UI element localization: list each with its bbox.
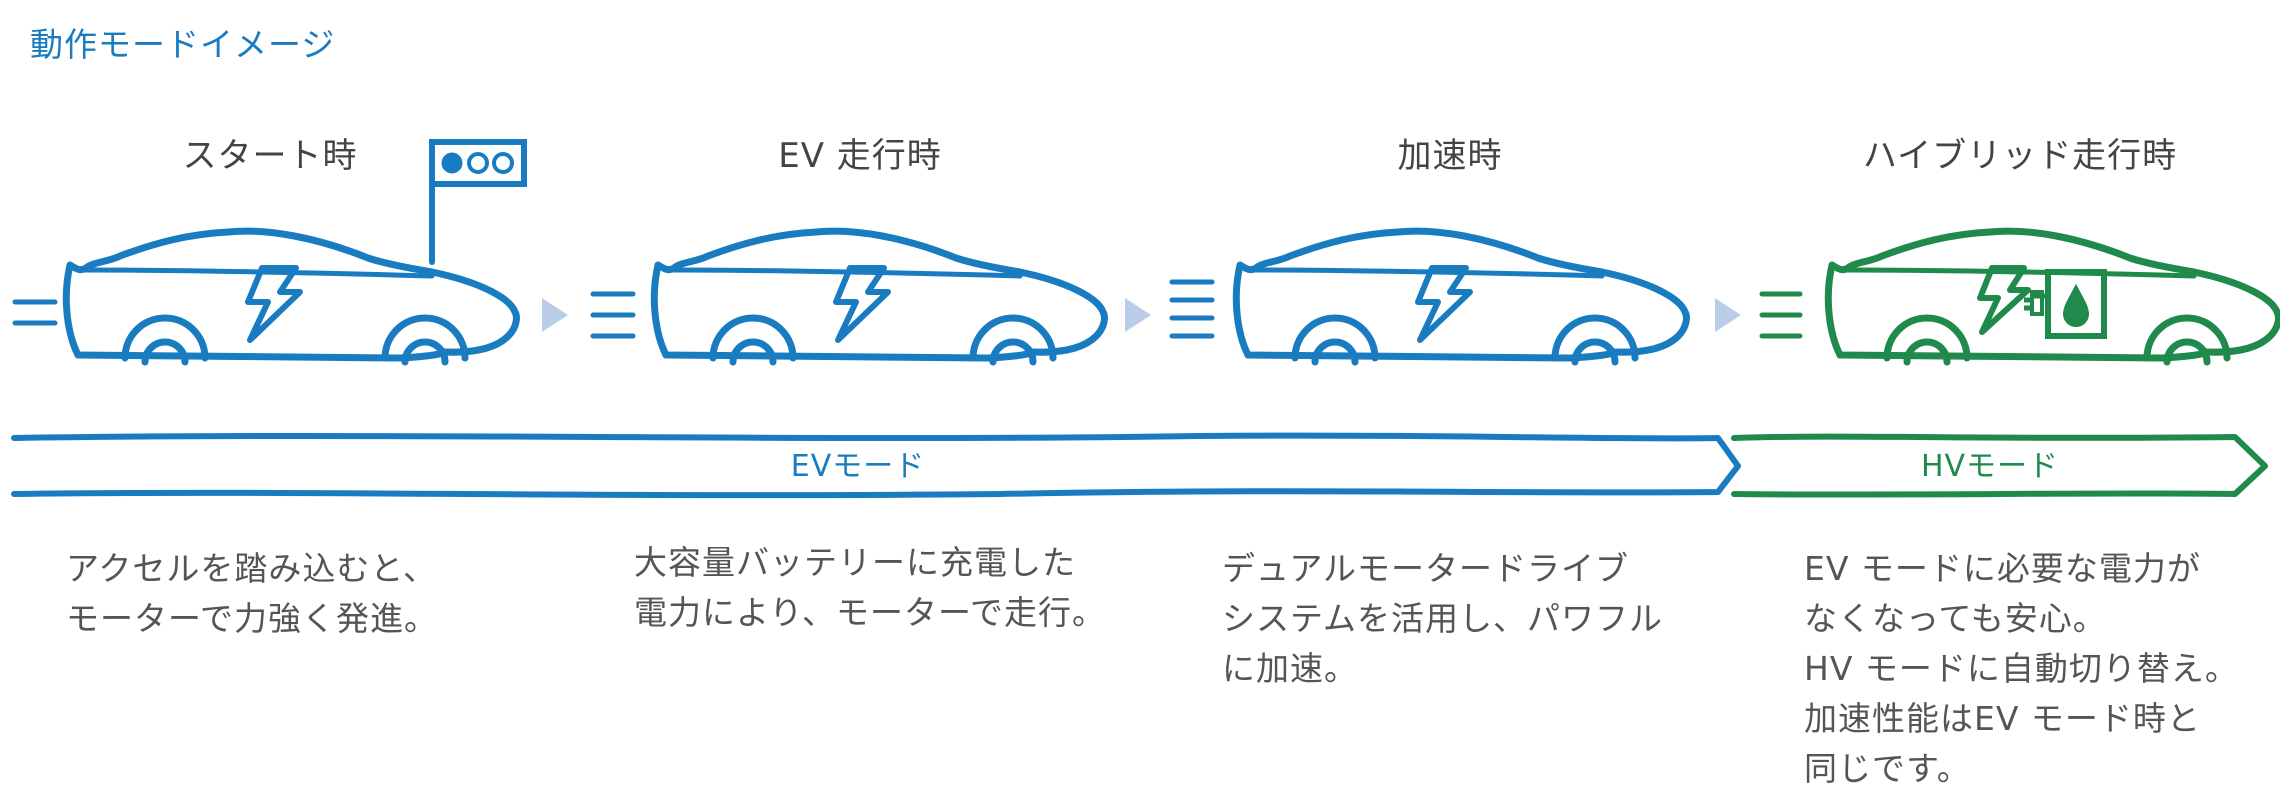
description-line: アクセルを踏み込むと、 <box>66 549 438 588</box>
car-icon-accel <box>1169 231 1686 362</box>
page-title: 動作モードイメージ <box>30 25 336 64</box>
arrow-icon <box>542 298 568 332</box>
car-icon-start <box>12 231 516 362</box>
car-icon-hybrid <box>1759 231 2278 362</box>
description-line: なくなっても安心。 <box>1804 599 2107 638</box>
stage-label-hybrid: ハイブリッド走行時 <box>1862 136 2178 176</box>
description-line: HV モードに自動切り替え。 <box>1804 649 2239 688</box>
description-ev: 大容量バッテリーに充電した 電力により、モーターで走行。 <box>634 538 1106 638</box>
traffic-signal-icon <box>429 139 527 265</box>
fuel-pump-icon <box>2024 269 2107 339</box>
hv-mode-band: HVモード <box>1731 433 2268 498</box>
description-start: アクセルを踏み込むと、 モーターで力強く発進。 <box>66 544 438 644</box>
description-line: モーターで力強く発進。 <box>66 599 439 638</box>
arrow-icon <box>1715 298 1741 332</box>
description-line: に加速。 <box>1222 649 1358 688</box>
description-line: 大容量バッテリーに充電した <box>634 543 1076 582</box>
stage-label-accel: 加速時 <box>1397 136 1503 176</box>
description-line: 同じです。 <box>1804 749 1971 788</box>
description-line: システムを活用し、パワフル <box>1222 599 1664 638</box>
description-hybrid: EV モードに必要な電力が なくなっても安心。 HV モードに自動切り替え。 加… <box>1804 544 2239 794</box>
ev-mode-label: EVモード <box>791 449 925 484</box>
arrow-icon <box>1125 298 1151 332</box>
car-icon-ev <box>590 231 1104 362</box>
stage-label-start: スタート時 <box>182 136 358 176</box>
description-line: 電力により、モーターで走行。 <box>634 593 1107 632</box>
stage-label-ev: EV 走行時 <box>778 136 942 176</box>
ev-mode-band: EVモード <box>11 432 1741 499</box>
hv-mode-label: HVモード <box>1921 449 2059 484</box>
description-accel: デュアルモータードライブ システムを活用し、パワフル に加速。 <box>1222 544 1663 694</box>
description-line: EV モードに必要な電力が <box>1804 549 2201 588</box>
description-line: デュアルモータードライブ <box>1222 549 1630 588</box>
description-line: 加速性能はEV モード時と <box>1804 699 2201 738</box>
